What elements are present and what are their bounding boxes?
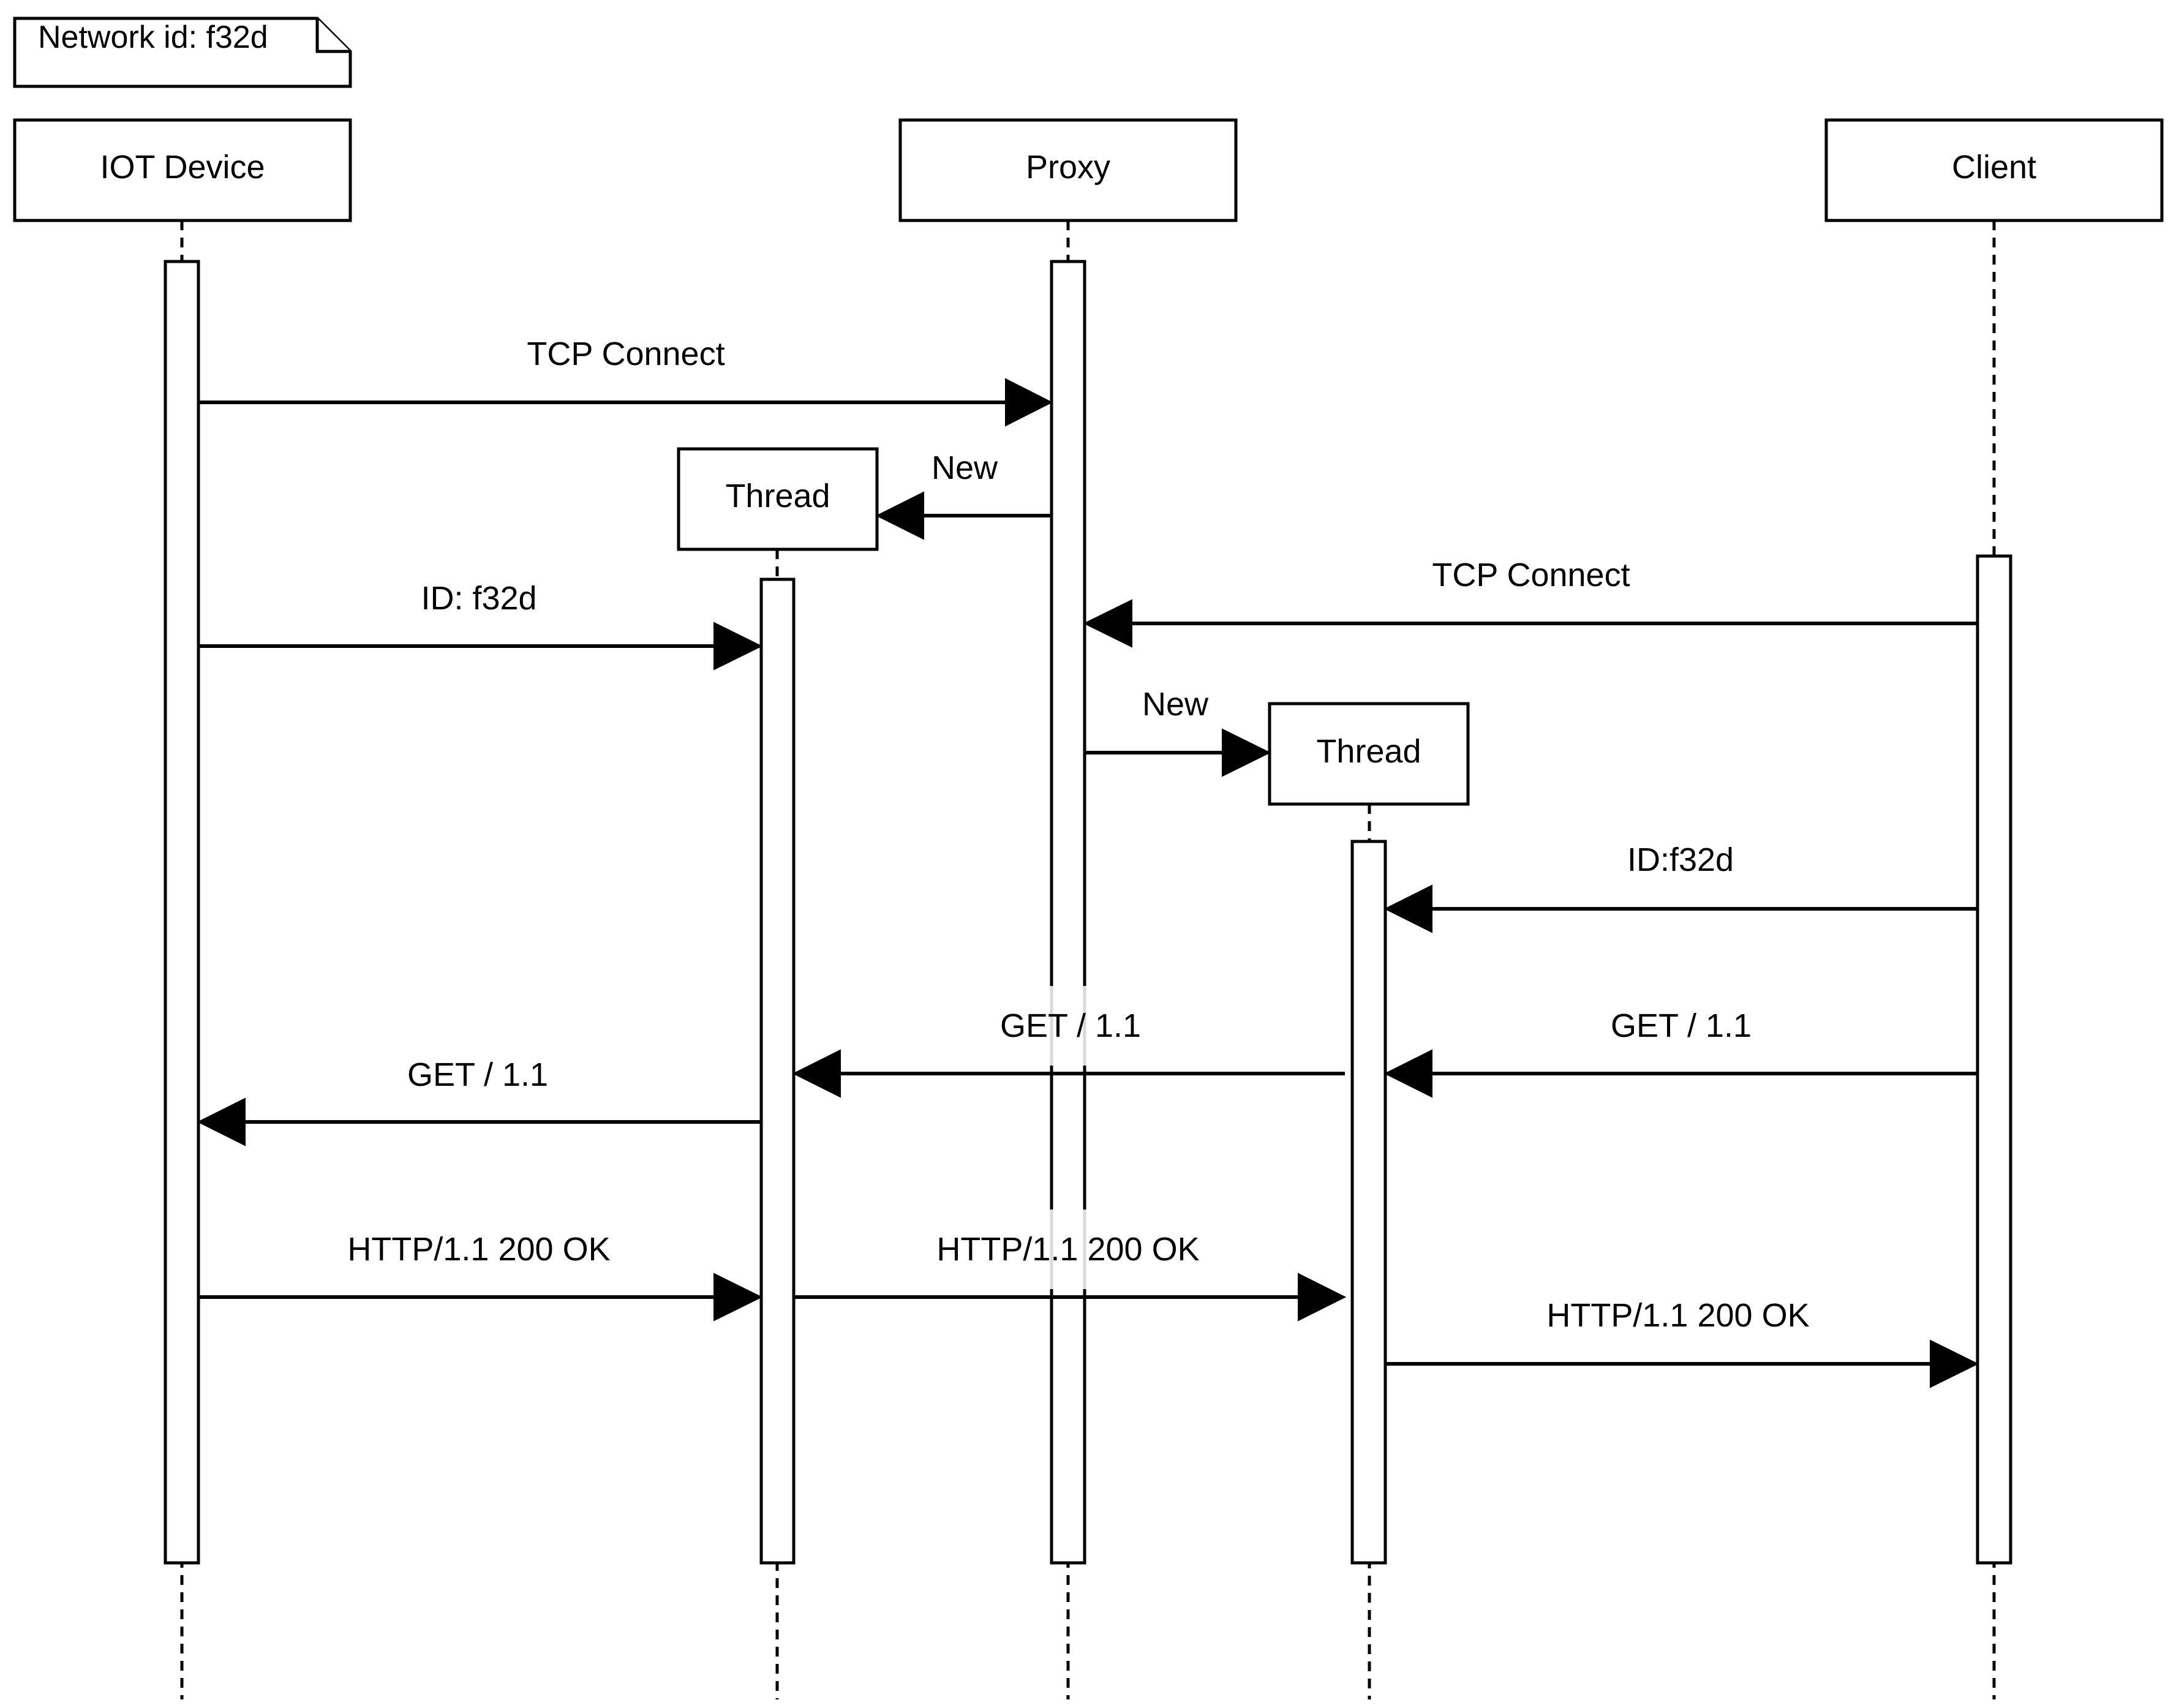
message-label: New xyxy=(1142,686,1209,723)
participant-label: Thread xyxy=(1316,733,1421,770)
message-http-ok-thread-1-to-thread-2: HTTP/1.1 200 OK xyxy=(794,1210,1347,1322)
participant-label: Proxy xyxy=(1026,149,1110,186)
message-id-iot-to-thread-1: ID: f32d xyxy=(198,580,763,671)
message-label: TCP Connect xyxy=(527,336,725,372)
message-get-thread-1-to-iot: GET / 1.1 xyxy=(197,1056,761,1146)
message-label: HTTP/1.1 200 OK xyxy=(936,1231,1199,1268)
message-label: GET / 1.1 xyxy=(1000,1007,1141,1044)
participant-proxy: Proxy xyxy=(898,118,1238,222)
message-new-thread-1: New xyxy=(875,450,1052,540)
message-label: New xyxy=(932,450,998,486)
thread1-activation-bar xyxy=(759,577,796,1565)
proxy-activation-bar xyxy=(1050,260,1086,1565)
participant-label: Thread xyxy=(725,478,830,514)
message-tcp-connect-iot-to-proxy: TCP Connect xyxy=(198,336,1053,427)
participant-thread-2: Thread xyxy=(1268,702,1470,806)
participant-label: IOT Device xyxy=(100,149,265,186)
message-http-ok-thread-2-to-client: HTTP/1.1 200 OK xyxy=(1385,1297,1979,1388)
message-label: GET / 1.1 xyxy=(1611,1007,1752,1044)
note-text: Network id: f32d xyxy=(38,20,268,55)
participant-iot-device: IOT Device xyxy=(13,118,352,222)
participant-client: Client xyxy=(1824,118,2164,222)
message-tcp-connect-client-to-proxy: TCP Connect xyxy=(1083,557,1978,648)
message-new-thread-2: New xyxy=(1085,686,1271,777)
message-http-ok-iot-to-thread-1: HTTP/1.1 200 OK xyxy=(198,1231,763,1322)
message-id-client-to-thread-2: ID:f32d xyxy=(1383,841,1978,933)
message-label: HTTP/1.1 200 OK xyxy=(347,1231,610,1268)
message-label: GET / 1.1 xyxy=(407,1056,548,1093)
message-get-client-to-thread-2: GET / 1.1 xyxy=(1383,1007,1978,1098)
participant-label: Client xyxy=(1952,149,2036,186)
message-label: TCP Connect xyxy=(1432,557,1630,593)
thread2-activation-bar xyxy=(1350,840,1387,1565)
message-label: ID:f32d xyxy=(1627,841,1734,878)
message-get-thread-2-to-thread-1: GET / 1.1 xyxy=(792,986,1345,1098)
participant-thread-1: Thread xyxy=(677,447,879,551)
client-activation-bar xyxy=(1976,554,2012,1565)
message-label: ID: f32d xyxy=(421,580,536,617)
network-id-note: Network id: f32d xyxy=(13,17,352,88)
message-label: HTTP/1.1 200 OK xyxy=(1546,1297,1809,1334)
iot-activation-bar xyxy=(164,260,200,1565)
